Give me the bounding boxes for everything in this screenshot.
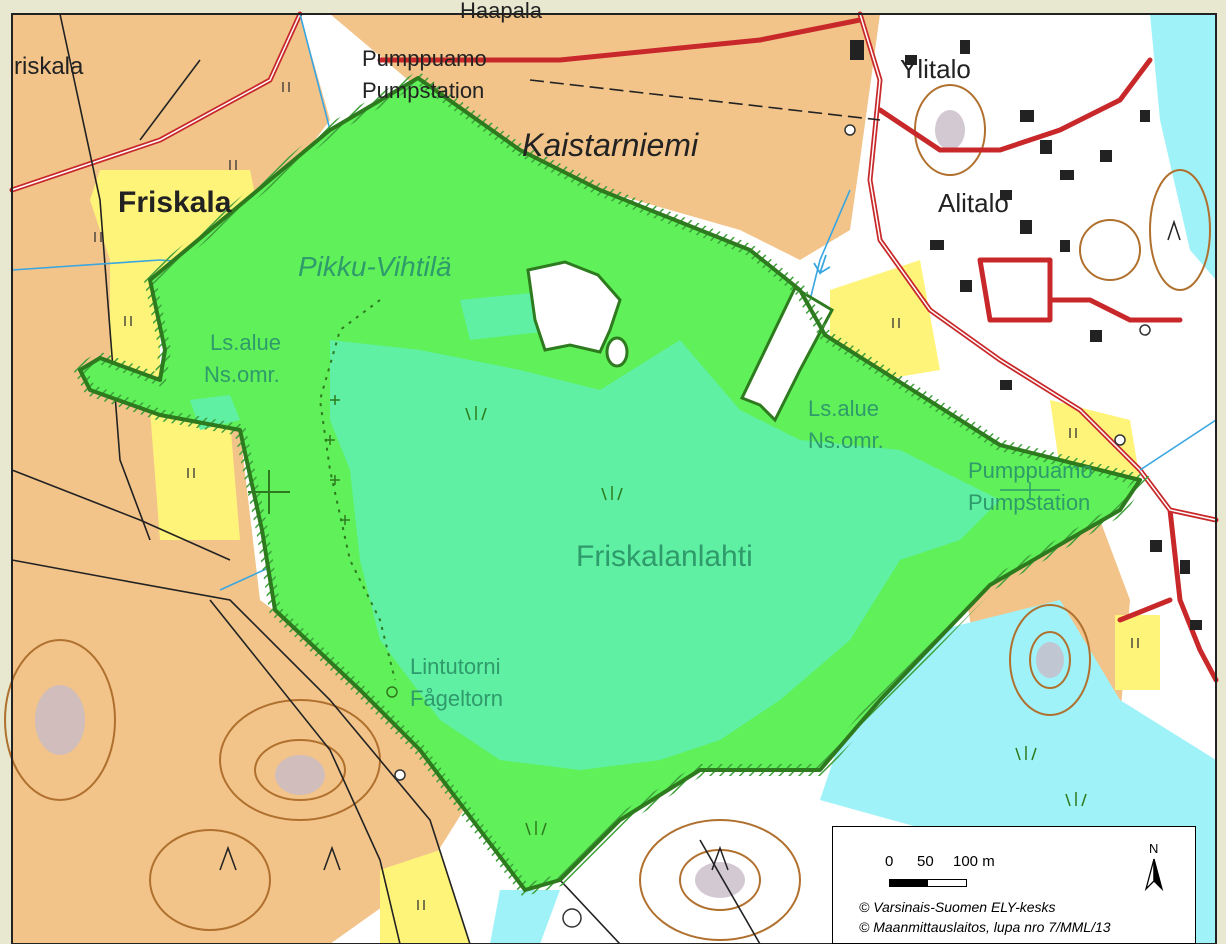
bird-tower-icon xyxy=(386,686,398,698)
pump2-marker xyxy=(1000,482,1060,500)
rock-shading xyxy=(35,110,1064,898)
point-marker xyxy=(844,124,856,136)
label-ls2-a: Ls.alue xyxy=(808,396,879,421)
label-friskala: Friskala xyxy=(118,186,232,219)
label-pikku-vihtila: Pikku-Vihtilä xyxy=(298,251,452,282)
copyright-line-1: © Varsinais-Suomen ELY-kesks xyxy=(859,899,1056,915)
meadow-symbols xyxy=(94,82,1139,910)
point-marker xyxy=(1114,434,1126,446)
label-ylitalo: Ylitalo xyxy=(900,54,971,84)
point-marker xyxy=(394,769,406,781)
label-kaistarniemi: Kaistarniemi xyxy=(522,127,699,163)
label-friskalanlahti: Friskalanlahti xyxy=(576,540,753,573)
field-area xyxy=(330,14,880,260)
label-friskala-top: riskala xyxy=(14,53,84,80)
nature-trail xyxy=(318,299,396,681)
north-arrow-icon xyxy=(1144,858,1164,892)
wetland-area xyxy=(330,340,1000,770)
water-area xyxy=(1150,14,1216,280)
label-haapala: Haapala xyxy=(460,0,543,23)
excluded-island xyxy=(526,260,622,354)
copyright-line-2: © Maanmittauslaitos, lupa nro 7/MML/13 xyxy=(859,919,1111,935)
trail-crosses xyxy=(325,395,350,525)
excluded-strip xyxy=(739,285,834,423)
label-tower-fi: Lintutorni xyxy=(410,654,501,679)
scale-tick-0: 0 xyxy=(885,853,894,870)
rock-symbols xyxy=(219,219,1181,871)
label-tower-sv: Fågeltorn xyxy=(410,686,503,711)
map-frame xyxy=(11,13,1217,944)
label-ls1-b: Ns.omr. xyxy=(204,362,280,387)
scale-tick-50: 50 xyxy=(917,853,934,870)
scale-tick-100: 100 m xyxy=(953,853,995,870)
label-alitalo: Alitalo xyxy=(938,188,1009,218)
flow-arrow xyxy=(813,254,831,276)
point-marker xyxy=(1139,324,1151,336)
meadow-area xyxy=(150,410,240,540)
label-ls2-b: Ns.omr. xyxy=(808,428,884,453)
scale-legend-box: 0 50 100 m N © Varsinais-Suomen ELY-kesk… xyxy=(832,826,1196,944)
label-pump2-fi: Pumppuamo xyxy=(968,458,1093,483)
protected-area-border xyxy=(78,76,1142,892)
north-label: N xyxy=(1149,841,1159,856)
label-pump1-sv: Pumpstation xyxy=(362,78,484,103)
label-pump1-fi: Pumppuamo xyxy=(362,46,487,71)
scale-bar xyxy=(889,879,967,887)
label-pump2-sv: Pumpstation xyxy=(968,490,1090,515)
contour-lines xyxy=(4,84,1211,941)
tracks xyxy=(11,13,881,944)
meadow-area xyxy=(1115,615,1160,690)
point-marker xyxy=(562,908,582,928)
marsh-symbols xyxy=(465,406,1087,836)
road-casing xyxy=(11,13,1217,521)
excluded-islet xyxy=(605,336,629,368)
boundary-marker xyxy=(248,470,290,514)
buildings xyxy=(850,40,1202,630)
label-ls1-a: Ls.alue xyxy=(210,330,281,355)
water-area xyxy=(490,890,560,944)
